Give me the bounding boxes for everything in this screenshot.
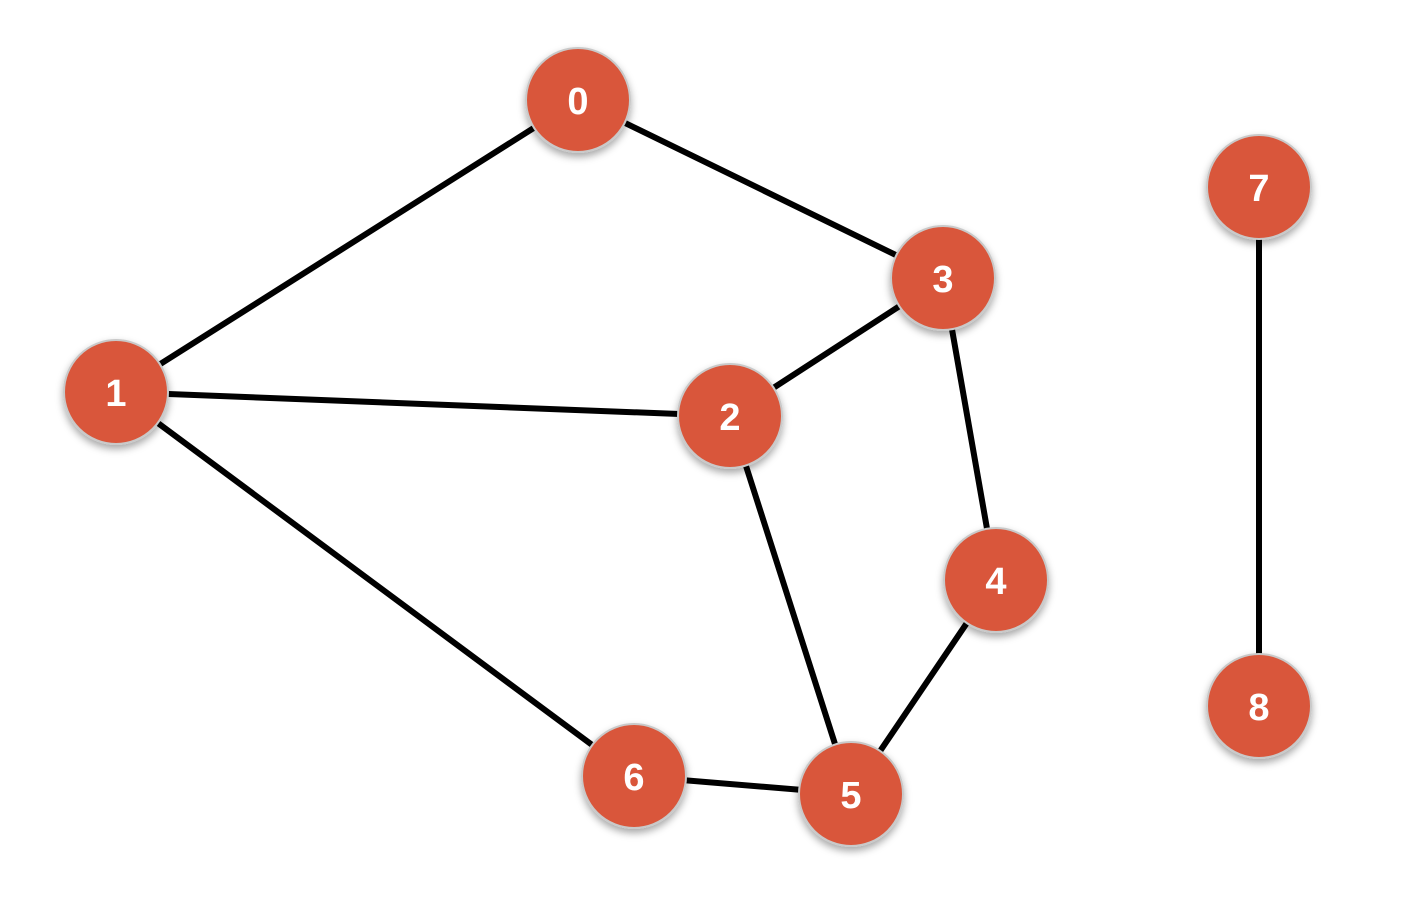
node-label-7: 7 xyxy=(1248,168,1269,210)
node-label-6: 6 xyxy=(623,757,644,799)
node-circle-0 xyxy=(525,47,631,153)
node-circle-1 xyxy=(63,339,169,445)
node-0: 0 xyxy=(525,47,631,153)
node-6: 6 xyxy=(581,723,687,829)
edge-0-1 xyxy=(113,97,581,395)
node-circle-4 xyxy=(943,527,1049,633)
node-3: 3 xyxy=(890,225,996,331)
node-5: 5 xyxy=(798,741,904,847)
node-1: 1 xyxy=(63,339,169,445)
edge-2-5 xyxy=(727,413,854,797)
node-circle-7 xyxy=(1206,134,1312,240)
node-label-2: 2 xyxy=(719,397,740,439)
node-circle-2 xyxy=(677,363,783,469)
node-label-8: 8 xyxy=(1248,687,1269,729)
node-circle-8 xyxy=(1206,653,1312,759)
node-label-1: 1 xyxy=(105,373,126,415)
node-label-5: 5 xyxy=(840,775,861,817)
node-label-0: 0 xyxy=(567,81,588,123)
node-8: 8 xyxy=(1206,653,1312,759)
node-circle-5 xyxy=(798,741,904,847)
node-4: 4 xyxy=(943,527,1049,633)
edges-layer xyxy=(113,97,1262,797)
node-label-3: 3 xyxy=(932,259,953,301)
edge-1-6 xyxy=(113,389,637,779)
edge-0-3 xyxy=(575,97,946,281)
edge-1-2 xyxy=(113,389,733,419)
node-circle-6 xyxy=(581,723,687,829)
node-7: 7 xyxy=(1206,134,1312,240)
node-2: 2 xyxy=(677,363,783,469)
node-circle-3 xyxy=(890,225,996,331)
nodes-layer: 0 1 2 3 4 5 6 7 8 xyxy=(63,47,1312,847)
node-label-4: 4 xyxy=(985,561,1006,603)
